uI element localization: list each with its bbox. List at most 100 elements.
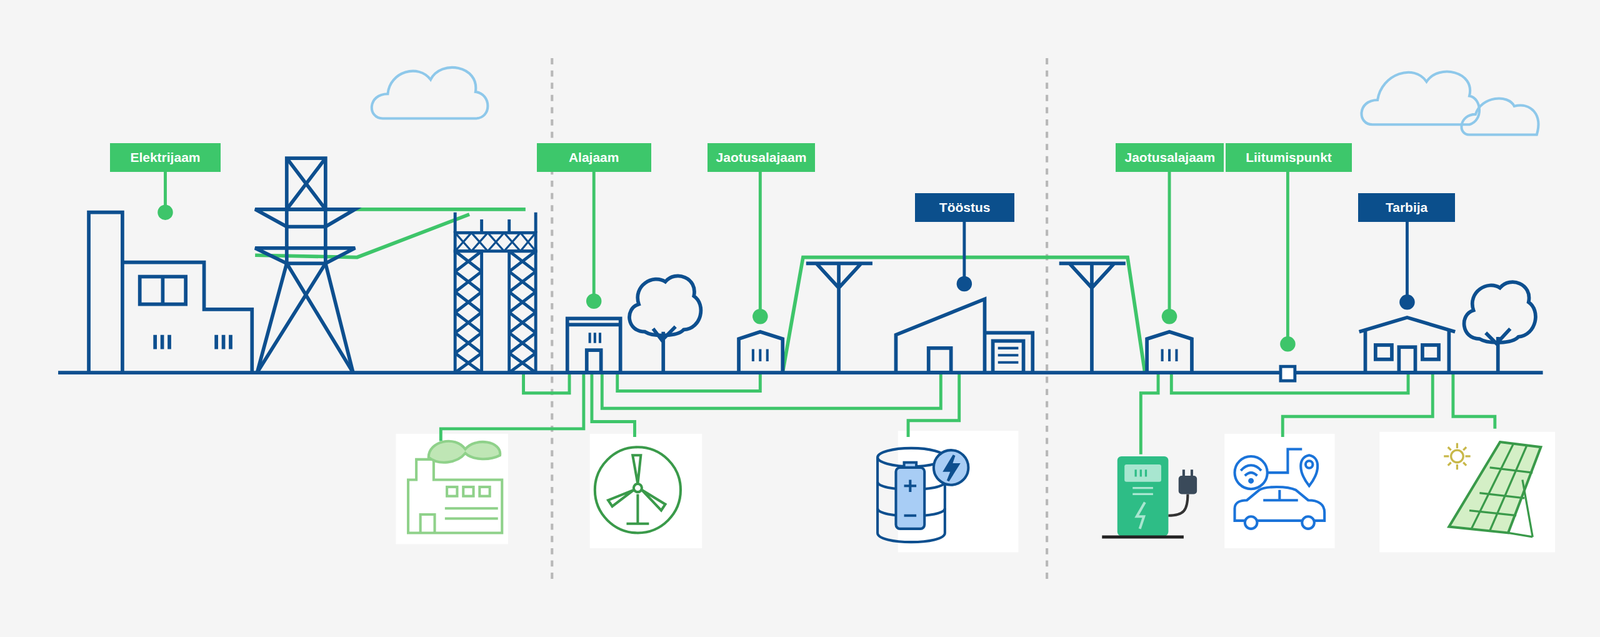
- label-box: Elektrijaam: [110, 143, 220, 172]
- battery-storage-icon: [945, 455, 959, 481]
- connected-car-icon: [1300, 455, 1318, 486]
- distribution-kiosk: [1146, 331, 1192, 373]
- house: [1422, 345, 1439, 360]
- transmission-tower: [256, 263, 353, 373]
- green-plant-icon: [420, 508, 499, 533]
- green-plant-icon: [428, 441, 500, 463]
- house: [1398, 346, 1415, 373]
- substation-gantry: [509, 251, 536, 373]
- leader-line: [1168, 171, 1172, 309]
- solar-panel-icon: [1508, 480, 1533, 537]
- label-box: Jaotusalajaam: [1115, 143, 1224, 172]
- substation-building: [567, 322, 621, 327]
- underground-cable: [591, 372, 635, 437]
- battery-storage-icon: [904, 480, 917, 516]
- cloud: [1361, 71, 1480, 125]
- green-plant-icon: [408, 459, 502, 534]
- connected-car-icon: [1249, 479, 1253, 483]
- charging-station-icon: [1101, 456, 1197, 537]
- solar-panel-icon: [1443, 443, 1470, 470]
- cloud: [371, 67, 489, 119]
- house: [1375, 345, 1392, 360]
- leader-dot: [1399, 294, 1415, 310]
- battery-storage-icon: [877, 448, 969, 542]
- substation-gantry: [509, 291, 536, 313]
- underground-cable: [908, 372, 960, 437]
- charging-station-icon: [1124, 464, 1162, 482]
- transmission-tower: [286, 209, 326, 264]
- leader-line: [758, 171, 762, 309]
- factory: [998, 348, 1019, 363]
- leader-dot: [956, 276, 972, 292]
- factory: [985, 332, 1034, 373]
- green-plant-icon: [408, 441, 502, 534]
- substation-gantry: [471, 232, 488, 251]
- connected-car-icon: [1245, 516, 1258, 529]
- leader-dot: [157, 204, 1415, 352]
- label-text: Jaotusalajaam: [1124, 150, 1215, 164]
- leader-line: [592, 171, 596, 294]
- label-text: Tarbija: [1385, 200, 1428, 214]
- leader-line: [962, 221, 966, 277]
- solar-panel-icon: [1448, 441, 1541, 533]
- leader-dot: [1280, 336, 1295, 352]
- substation-gantry: [455, 212, 536, 234]
- house: [1359, 317, 1455, 332]
- connection-point: [1280, 366, 1295, 381]
- transmission-tower: [255, 209, 355, 227]
- connected-car-icon: [1301, 516, 1315, 529]
- leader-line: [165, 171, 1407, 337]
- substation-gantry: [455, 312, 482, 334]
- leader-line: [1286, 171, 1290, 337]
- power-plant: [122, 262, 252, 373]
- factory: [993, 340, 1024, 373]
- substation-gantry: [455, 291, 482, 313]
- distribution-kiosk: [738, 331, 783, 373]
- underground-cable: [617, 372, 761, 391]
- charging-station-icon: [1117, 456, 1169, 536]
- house: [1365, 329, 1449, 373]
- solar-panel-icon: [1469, 467, 1533, 516]
- icon-background: [395, 430, 1555, 552]
- green-plant-icon: [446, 486, 457, 497]
- distribution-kiosk: [753, 348, 768, 362]
- underground-cable: [1282, 372, 1433, 437]
- factory: [928, 348, 952, 373]
- transmission-tower: [286, 158, 326, 210]
- substation-gantry: [455, 251, 482, 373]
- power-plant: [140, 276, 186, 305]
- wind-turbine-icon: [608, 455, 665, 510]
- ground-line: [58, 370, 1544, 375]
- factory: [895, 298, 1033, 373]
- overhead-line: [255, 209, 1145, 373]
- underground-cable: [440, 372, 1495, 455]
- power-plant: [161, 276, 165, 305]
- wind-turbine-icon: [595, 446, 681, 533]
- battery-storage-icon: [895, 467, 925, 529]
- solar-panel-icon: [1451, 450, 1464, 463]
- substation-building: [586, 350, 602, 373]
- substation-gantry: [504, 232, 521, 251]
- substation-gantry: [509, 251, 536, 272]
- substation-building: [567, 318, 621, 374]
- distribution-kiosk: [1162, 348, 1177, 362]
- connected-car-icon: [1240, 465, 1262, 476]
- leader-dot: [157, 204, 173, 220]
- section-separator: [1045, 58, 1049, 580]
- connected-car-icon: [1235, 486, 1325, 521]
- tree: [629, 275, 1536, 373]
- label-box: Tööstus: [915, 193, 1014, 222]
- connected-car-icon: [1235, 449, 1325, 529]
- tree: [629, 275, 701, 335]
- substation-building: [590, 332, 600, 343]
- substation-gantry: [509, 312, 536, 334]
- label-box: Liitumispunkt: [1225, 143, 1352, 172]
- label-text: Jaotusalajaam: [716, 150, 807, 164]
- green-plant-icon: [463, 486, 474, 497]
- icon-background: [1379, 431, 1555, 553]
- power-plant: [88, 212, 252, 373]
- substation-gantry: [509, 332, 536, 354]
- label-box: Tarbija: [1358, 193, 1455, 222]
